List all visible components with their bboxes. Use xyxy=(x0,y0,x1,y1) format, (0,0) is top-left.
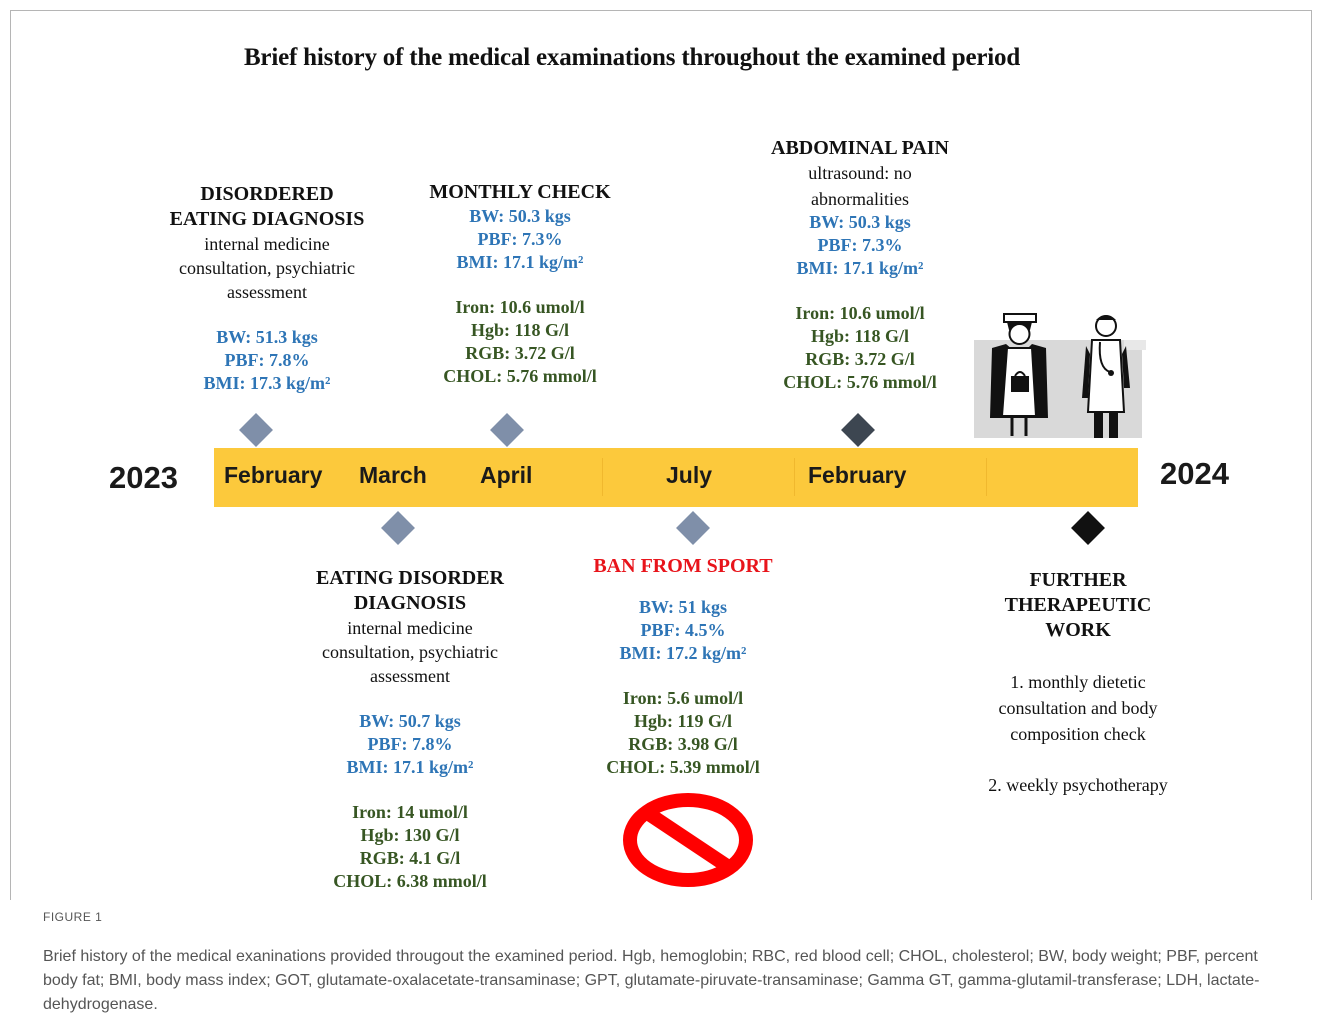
hemoglobin-value: Hgb: 130 G/l xyxy=(360,825,460,845)
body-weight: BW: 50.3 kgs xyxy=(469,206,571,226)
body-mass-index: BMI: 17.1 kg/m² xyxy=(456,252,584,272)
body-mass-index: BMI: 17.2 kg/m² xyxy=(619,643,747,663)
month-label: July xyxy=(666,462,713,488)
figure-title: Brief history of the medical examination… xyxy=(243,44,1021,71)
percent-body-fat: PBF: 7.3% xyxy=(477,229,563,249)
event-title: ABDOMINAL PAIN xyxy=(771,137,949,159)
end-year: 2024 xyxy=(1160,456,1229,491)
event-description: abnormalities xyxy=(811,189,909,209)
timeline-divider xyxy=(794,458,795,496)
event-ban-from-sport: BAN FROM SPORT BW: 51 kgs PBF: 4.5% BMI:… xyxy=(568,554,798,779)
rgb-value: RGB: 3.72 G/l xyxy=(805,349,915,369)
event-description: assessment xyxy=(370,666,450,686)
percent-body-fat: PBF: 4.5% xyxy=(640,620,726,640)
event-description: consultation, psychiatric xyxy=(322,642,498,662)
event-disordered-eating: DISORDERED EATING DIAGNOSIS internal med… xyxy=(140,182,394,395)
body-weight: BW: 51 kgs xyxy=(638,597,728,617)
cholesterol-value: CHOL: 5.76 mmol/l xyxy=(783,372,937,392)
event-description: ultrasound: no xyxy=(808,163,912,183)
medical-staff-illustration xyxy=(974,308,1148,440)
event-title: DISORDERED xyxy=(200,183,334,205)
event-further-therapeutic-work: FURTHER THERAPEUTIC WORK 1. monthly diet… xyxy=(958,568,1198,798)
event-abdominal-pain: ABDOMINAL PAIN ultrasound: no abnormalit… xyxy=(745,136,975,394)
iron-value: Iron: 14 umol/l xyxy=(352,802,468,822)
body-weight: BW: 50.3 kgs xyxy=(809,212,911,232)
event-title: BAN FROM SPORT xyxy=(593,555,773,577)
cholesterol-value: CHOL: 5.76 mmol/l xyxy=(443,366,597,386)
month-label: March xyxy=(359,462,427,488)
event-eating-disorder: EATING DISORDER DIAGNOSIS internal medic… xyxy=(285,566,535,893)
percent-body-fat: PBF: 7.3% xyxy=(817,235,903,255)
body-mass-index: BMI: 17.3 kg/m² xyxy=(203,373,331,393)
event-description: internal medicine xyxy=(204,234,330,254)
event-title: EATING DISORDER xyxy=(316,567,504,589)
rgb-value: RGB: 4.1 G/l xyxy=(359,848,461,868)
cholesterol-value: CHOL: 6.38 mmol/l xyxy=(333,871,487,891)
timeline-divider xyxy=(986,458,987,496)
event-description: internal medicine xyxy=(347,618,473,638)
rgb-value: RGB: 3.72 G/l xyxy=(465,343,575,363)
body-mass-index: BMI: 17.1 kg/m² xyxy=(346,757,474,777)
body-weight: BW: 50.7 kgs xyxy=(359,711,461,731)
iron-value: Iron: 10.6 umol/l xyxy=(455,297,585,317)
therapy-item: 2. weekly psychotherapy xyxy=(988,775,1168,795)
start-year: 2023 xyxy=(109,460,178,495)
therapy-item: consultation and body xyxy=(998,698,1158,718)
event-title: EATING DIAGNOSIS xyxy=(169,208,365,230)
event-title: THERAPEUTIC xyxy=(1004,594,1152,616)
prohibition-icon xyxy=(621,792,755,888)
cholesterol-value: CHOL: 5.39 mmol/l xyxy=(606,757,760,777)
event-monthly-check: MONTHLY CHECK BW: 50.3 kgs PBF: 7.3% BMI… xyxy=(405,180,635,388)
therapy-item: composition check xyxy=(1010,724,1146,744)
month-label: February xyxy=(224,462,323,488)
event-title: DIAGNOSIS xyxy=(353,592,467,614)
event-title: FURTHER xyxy=(1029,569,1127,591)
body-weight: BW: 51.3 kgs xyxy=(216,327,318,347)
event-description: assessment xyxy=(227,282,307,302)
timeline-divider xyxy=(602,458,603,496)
hemoglobin-value: Hgb: 119 G/l xyxy=(633,711,732,731)
figure-label: FIGURE 1 xyxy=(43,910,103,924)
iron-value: Iron: 10.6 umol/l xyxy=(795,303,925,323)
timeline-bar xyxy=(214,448,1138,507)
percent-body-fat: PBF: 7.8% xyxy=(367,734,453,754)
figure-caption: Brief history of the medical exanination… xyxy=(43,948,1260,1013)
month-label: April xyxy=(480,462,533,488)
month-label: February xyxy=(808,462,907,488)
event-title: WORK xyxy=(1045,619,1111,641)
nurse-icon xyxy=(990,313,1048,436)
event-description: consultation, psychiatric xyxy=(179,258,355,278)
body-mass-index: BMI: 17.1 kg/m² xyxy=(796,258,924,278)
percent-body-fat: PBF: 7.8% xyxy=(224,350,310,370)
hemoglobin-value: Hgb: 118 G/l xyxy=(470,320,569,340)
figure-frame xyxy=(10,10,1312,900)
doctor-icon xyxy=(1082,315,1130,438)
event-title: MONTHLY CHECK xyxy=(429,181,611,203)
iron-value: Iron: 5.6 umol/l xyxy=(622,688,744,708)
rgb-value: RGB: 3.98 G/l xyxy=(628,734,738,754)
hemoglobin-value: Hgb: 118 G/l xyxy=(810,326,909,346)
therapy-item: 1. monthly dietetic xyxy=(1010,672,1146,692)
